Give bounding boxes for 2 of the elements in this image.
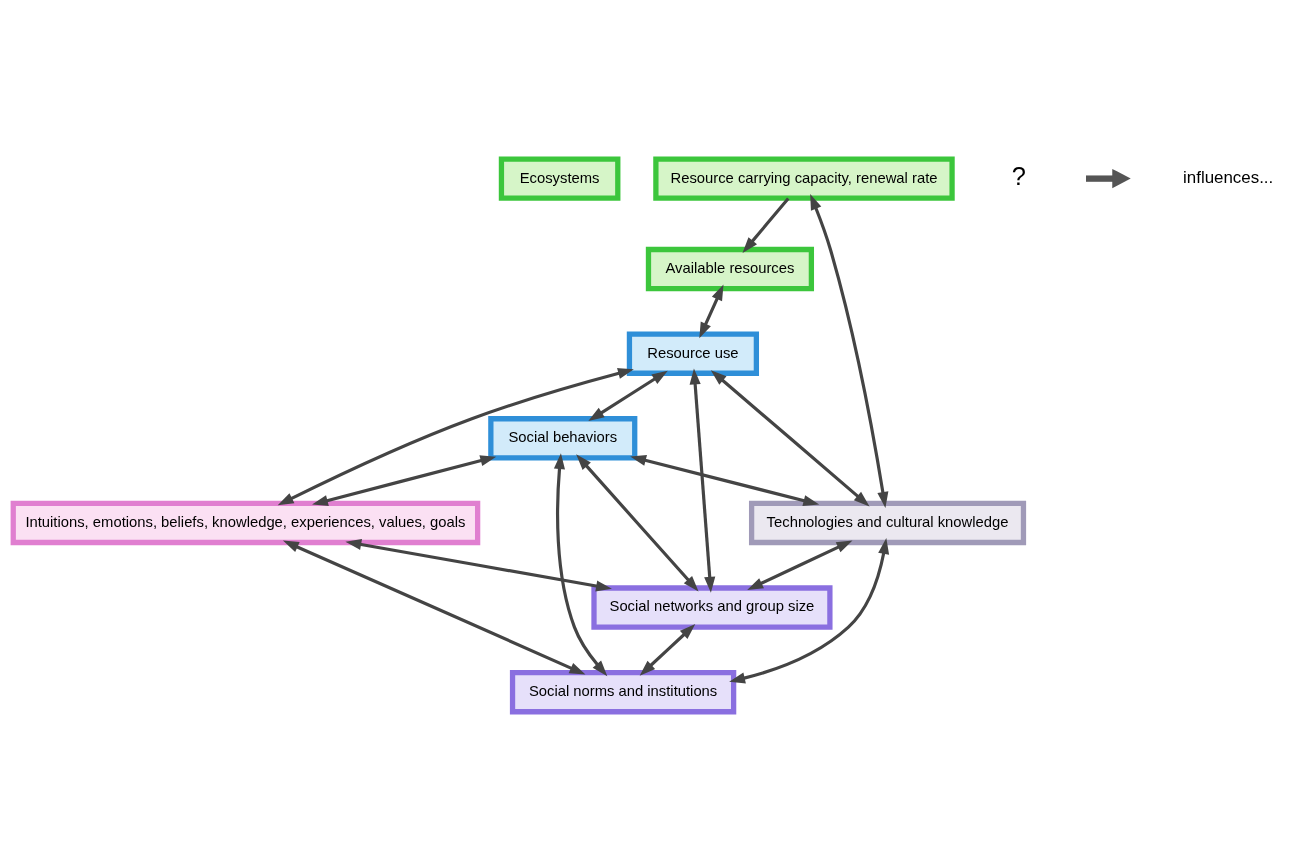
legend-label: influences... (1183, 167, 1274, 187)
label: ? (1011, 161, 1026, 190)
